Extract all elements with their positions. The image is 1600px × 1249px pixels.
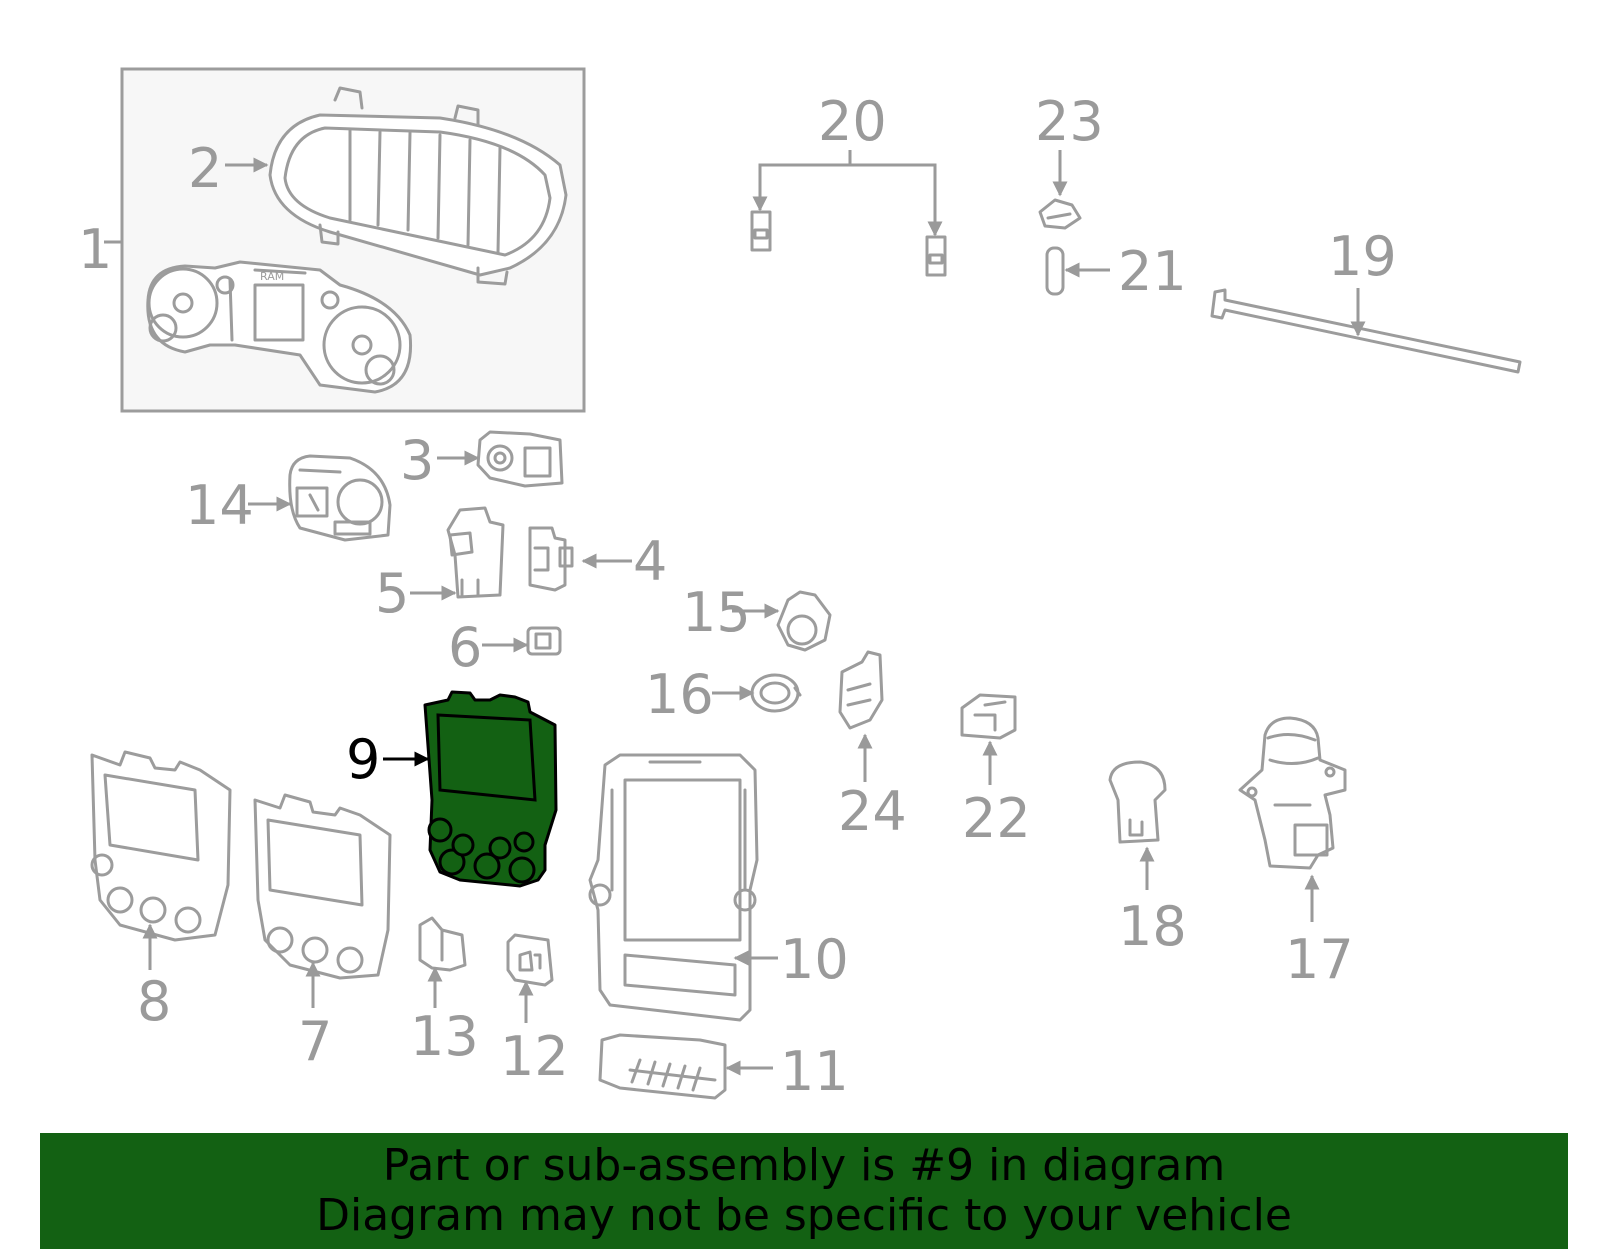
- callout-24[interactable]: 24: [838, 780, 907, 843]
- part-18-sensor[interactable]: [1108, 760, 1167, 844]
- callout-19[interactable]: 19: [1328, 225, 1397, 288]
- banner-line-1: Part or sub-assembly is #9 in diagram: [382, 1140, 1226, 1191]
- callout-1[interactable]: 1: [78, 218, 112, 281]
- callout-21[interactable]: 21: [1118, 240, 1187, 303]
- part-11-vent[interactable]: [598, 1033, 727, 1100]
- svg-text:RAM: RAM: [260, 270, 284, 283]
- callout-23[interactable]: 23: [1035, 90, 1104, 153]
- callout-4[interactable]: 4: [633, 530, 667, 593]
- callout-2[interactable]: 2: [188, 137, 222, 200]
- callout-10[interactable]: 10: [780, 928, 849, 991]
- part-14-headlamp-switch[interactable]: [288, 454, 392, 542]
- banner-line-2: Diagram may not be specific to your vehi…: [316, 1190, 1292, 1241]
- callout-15[interactable]: 15: [682, 581, 751, 644]
- callout-11[interactable]: 11: [780, 1040, 849, 1103]
- part-23-bulb-socket[interactable]: [1038, 198, 1082, 230]
- callout-9[interactable]: 9: [346, 728, 380, 791]
- part-9-radio-bezel-highlighted[interactable]: [423, 690, 558, 888]
- part-19-rod[interactable]: [1210, 288, 1522, 374]
- callout-18[interactable]: 18: [1118, 895, 1187, 958]
- callout-14[interactable]: 14: [185, 474, 254, 537]
- callout-12[interactable]: 12: [500, 1025, 569, 1088]
- part-22-connector[interactable]: [960, 693, 1017, 740]
- part-6-clip[interactable]: [526, 626, 562, 656]
- callout-22[interactable]: 22: [962, 787, 1031, 850]
- callout-8[interactable]: 8: [137, 970, 171, 1033]
- callout-5[interactable]: 5: [375, 562, 409, 625]
- part-5-switch[interactable]: [446, 506, 505, 599]
- part-13-bracket[interactable]: [418, 916, 467, 972]
- callout-16[interactable]: 16: [645, 663, 714, 726]
- cluster-gauges: RAM: [146, 260, 413, 394]
- part-21-bulb[interactable]: [1045, 246, 1065, 296]
- callout-6[interactable]: 6: [448, 616, 482, 679]
- callout-20[interactable]: 20: [818, 90, 887, 153]
- part-2-cluster-lens[interactable]: [268, 86, 568, 286]
- callout-labels: 1 2 3 4 5 6 7 8 9 10 11 12 13 14 15 16 1…: [78, 90, 1397, 1103]
- part-7-radio-bezel[interactable]: [253, 793, 392, 980]
- part-24-switch[interactable]: [838, 650, 884, 730]
- info-banner: Part or sub-assembly is #9 in diagram Di…: [40, 1133, 1568, 1249]
- callout-17[interactable]: 17: [1285, 928, 1354, 991]
- callout-7[interactable]: 7: [298, 1010, 332, 1073]
- callout-3[interactable]: 3: [400, 429, 434, 492]
- part-15-knob[interactable]: [776, 590, 832, 652]
- part-12-connector[interactable]: [506, 933, 554, 987]
- part-20-connectors[interactable]: [750, 150, 947, 277]
- leader-lines: [142, 150, 1366, 1076]
- part-4-switch[interactable]: [528, 526, 574, 592]
- part-16-ring[interactable]: [750, 673, 802, 713]
- callout-13[interactable]: 13: [410, 1005, 479, 1068]
- part-17-ignition[interactable]: [1238, 716, 1347, 870]
- part-3-switch[interactable]: [476, 430, 564, 488]
- part-10-display-bezel[interactable]: [588, 753, 759, 1022]
- part-8-radio-bezel[interactable]: [90, 750, 232, 942]
